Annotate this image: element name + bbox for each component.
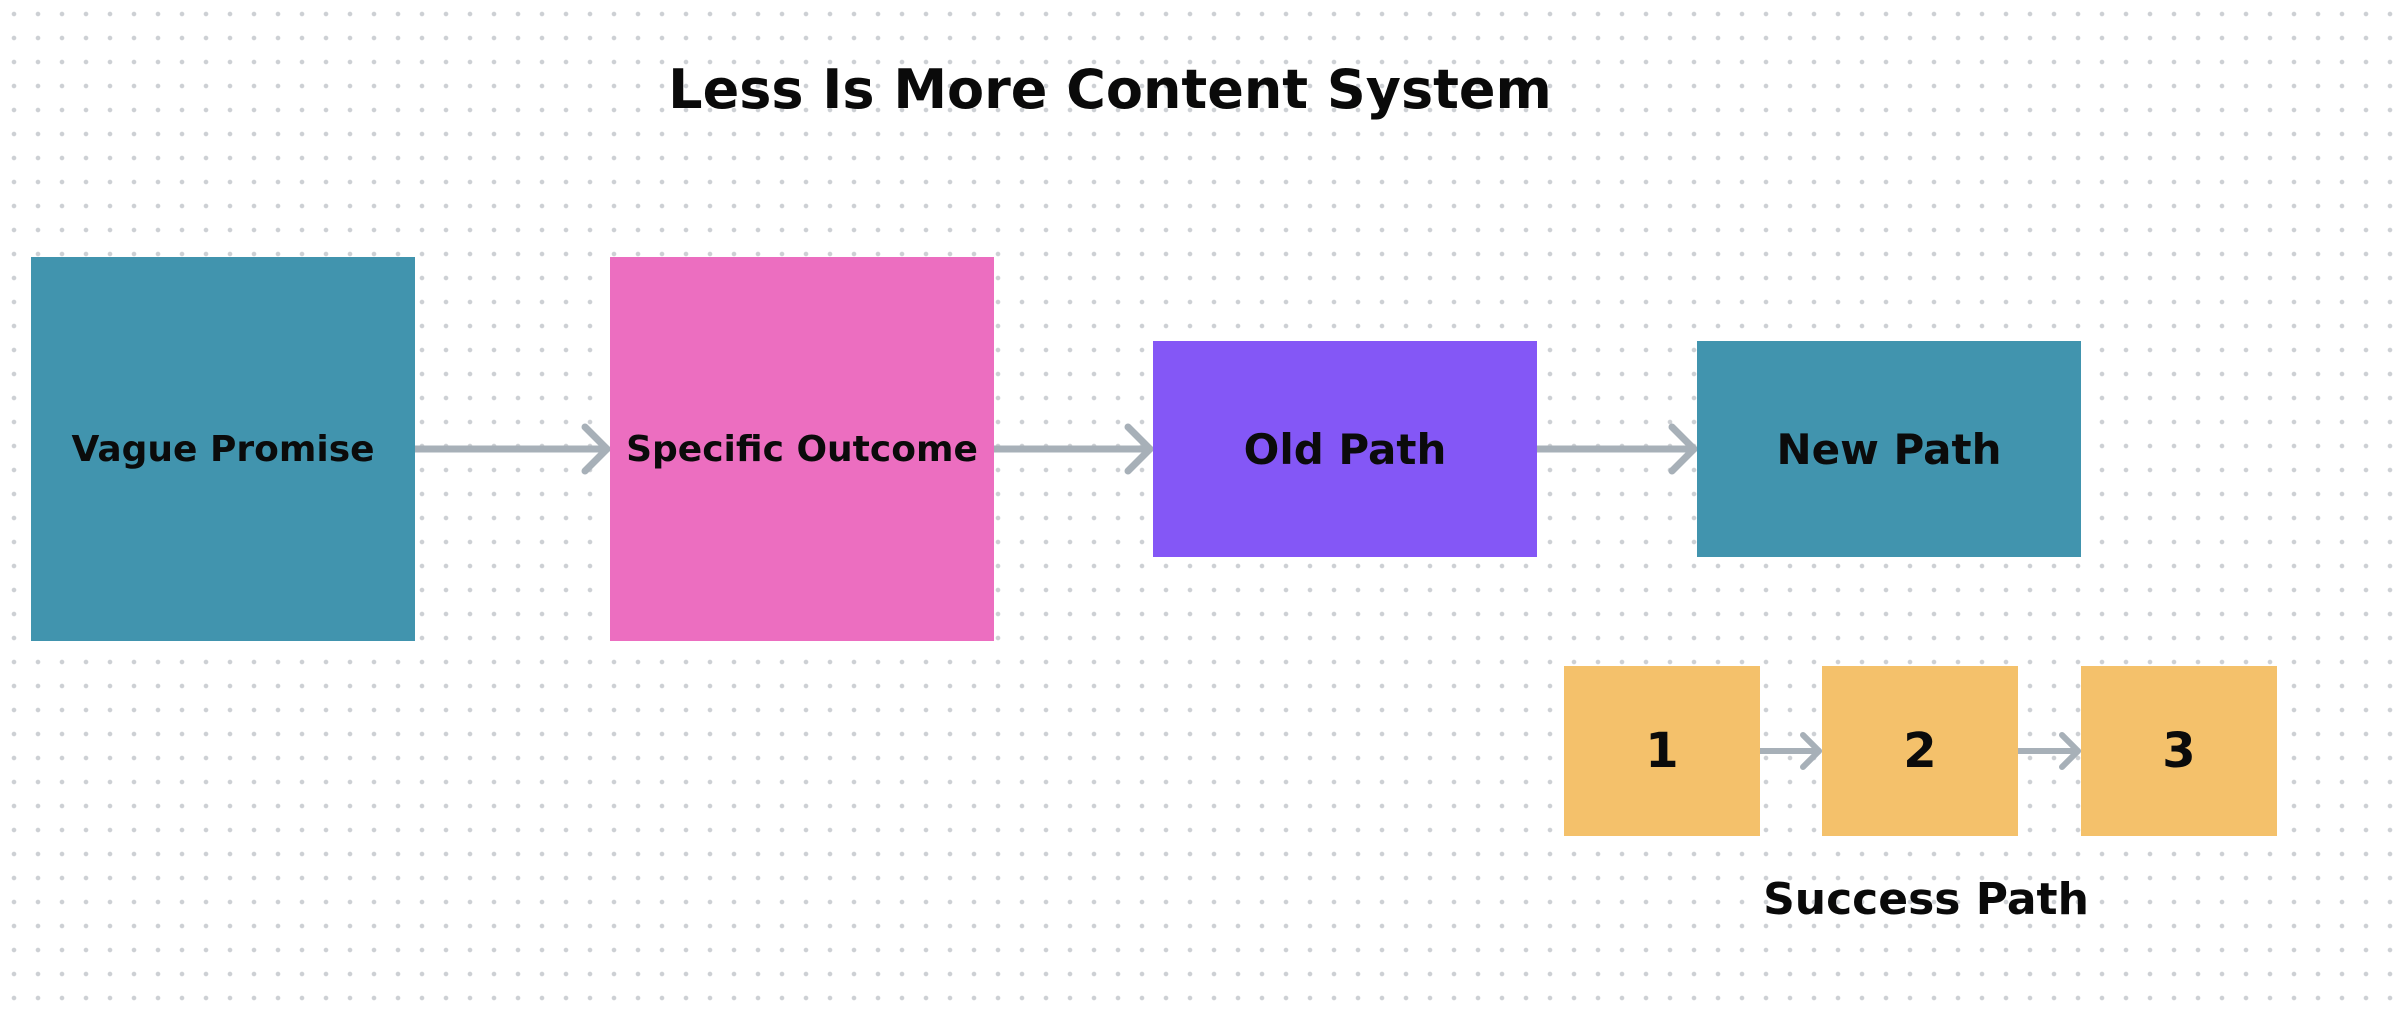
node-label: Specific Outcome	[626, 428, 978, 470]
success-step-1[interactable]: 1	[1564, 666, 1760, 836]
success-step-3[interactable]: 3	[2081, 666, 2277, 836]
diagram-title: Less Is More Content System	[668, 58, 1552, 121]
arrow-step-1-to-step-2	[1757, 732, 1822, 770]
node-old-path[interactable]: Old Path	[1153, 341, 1537, 557]
node-label: Vague Promise	[71, 428, 375, 470]
node-label: Old Path	[1243, 424, 1447, 474]
arrow-head	[2059, 732, 2081, 770]
arrow-old-to-new	[1533, 423, 1698, 475]
arrow-head	[1124, 423, 1154, 475]
arrow-vague-to-specific	[411, 423, 611, 475]
node-specific-outcome[interactable]: Specific Outcome	[610, 257, 994, 641]
arrow-step-2-to-step-3	[2015, 732, 2081, 770]
step-label: 1	[1645, 723, 1679, 779]
step-label: 3	[2162, 723, 2196, 779]
node-vague-promise[interactable]: Vague Promise	[31, 257, 415, 641]
arrow-head	[581, 423, 611, 475]
arrow-head	[1668, 423, 1698, 475]
success-step-2[interactable]: 2	[1822, 666, 2018, 836]
success-path-caption: Success Path	[1763, 874, 2089, 925]
arrow-head	[1800, 732, 1822, 770]
node-label: New Path	[1776, 424, 2002, 474]
node-new-path[interactable]: New Path	[1697, 341, 2081, 557]
step-label: 2	[1903, 723, 1937, 779]
arrow-specific-to-old	[990, 423, 1154, 475]
